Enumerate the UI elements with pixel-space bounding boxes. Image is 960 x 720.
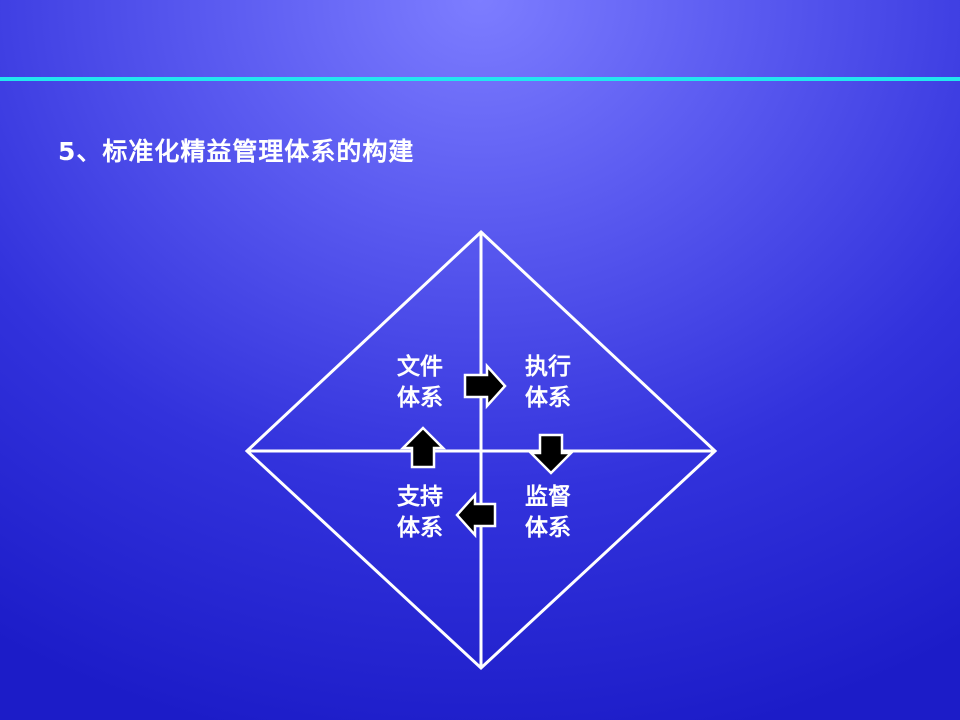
page-title: 5、标准化精益管理体系的构建 xyxy=(58,137,415,166)
label-line: 体系 xyxy=(397,385,443,411)
arrow-down-icon xyxy=(527,433,575,475)
label-line: 体系 xyxy=(397,515,443,541)
quadrant-document-system: 文件 体系 xyxy=(390,352,450,414)
arrow-left-icon xyxy=(455,491,497,539)
arrow-right-icon xyxy=(463,362,507,410)
label-line: 体系 xyxy=(525,385,571,411)
label-line: 体系 xyxy=(525,515,571,541)
arrow-up-icon xyxy=(399,426,447,469)
quadrant-execution-system: 执行 体系 xyxy=(518,352,578,414)
label-line: 文件 xyxy=(397,354,443,380)
label-line: 监督 xyxy=(525,484,571,510)
label-line: 支持 xyxy=(397,484,443,510)
quadrant-supervision-system: 监督 体系 xyxy=(518,482,578,544)
header-rule xyxy=(0,77,960,81)
quadrant-support-system: 支持 体系 xyxy=(390,482,450,544)
label-line: 执行 xyxy=(525,354,571,380)
